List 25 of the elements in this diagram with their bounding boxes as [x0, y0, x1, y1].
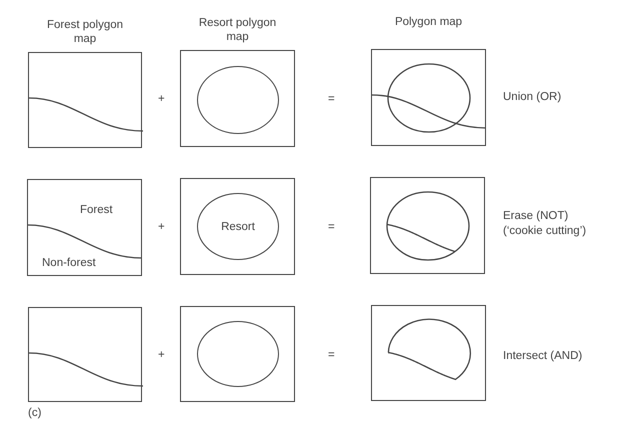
- polygon-map-box: [28, 307, 142, 402]
- polygon-map-box: [371, 305, 486, 401]
- column-heading: Polygon map: [394, 15, 464, 29]
- area-label: Forest: [80, 204, 113, 216]
- resort-polygon-ellipse: [197, 193, 279, 260]
- equals-sign: =: [328, 92, 335, 107]
- resort-polygon-ellipse: [197, 321, 279, 387]
- area-label: Resort: [221, 220, 255, 232]
- plus-sign: +: [158, 348, 165, 363]
- polygon-map-box: [27, 179, 142, 276]
- polygon-map-box: [370, 177, 485, 274]
- polygon-map-box: [180, 178, 295, 275]
- operation-label: Intersect (AND): [503, 349, 584, 364]
- plus-sign: +: [158, 220, 165, 235]
- equals-sign: =: [328, 220, 335, 235]
- column-heading: Resort polygon map: [198, 16, 278, 44]
- equals-sign: =: [328, 348, 335, 363]
- panel-label: (c): [28, 406, 42, 421]
- column-heading: Forest polygon map: [46, 18, 124, 46]
- resort-polygon-ellipse: [197, 66, 279, 134]
- operation-label: Union (OR): [503, 90, 562, 105]
- operation-label: Erase (NOT) (‘cookie cutting’): [503, 209, 588, 239]
- plus-sign: +: [158, 92, 165, 107]
- polygon-map-box: [180, 306, 295, 402]
- area-label: Non-forest: [42, 257, 96, 269]
